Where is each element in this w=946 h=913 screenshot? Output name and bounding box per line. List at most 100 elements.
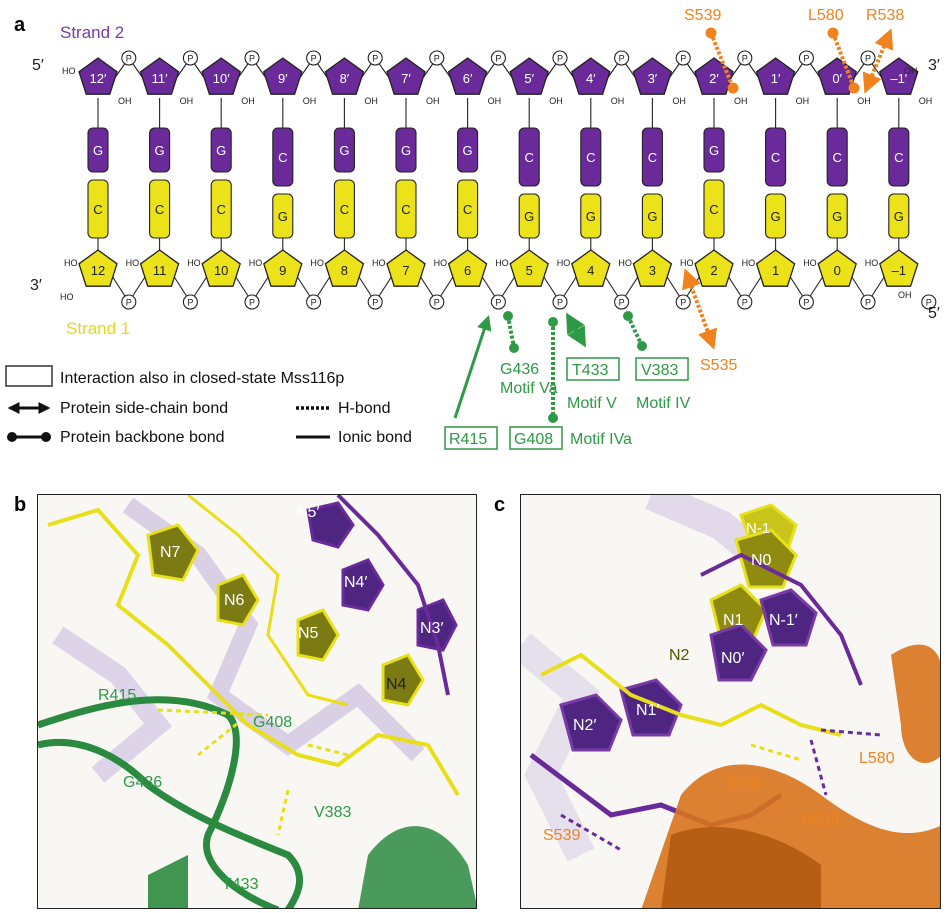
strand2-sugar — [571, 57, 611, 95]
label-n3prime: N3′ — [420, 620, 443, 637]
strand2-nucleotide-label: 2′ — [709, 71, 719, 86]
strand2-base-label: G — [463, 143, 473, 158]
legend-side-chain: Protein side-chain bond — [60, 400, 228, 417]
strand2-oh: OH — [611, 96, 625, 106]
strand1-phosphate — [367, 294, 383, 310]
strand1-base — [87, 179, 109, 239]
strand1-base-label: G — [524, 209, 534, 224]
strand2-sugar — [755, 57, 796, 95]
strand1-phosphate-text: P — [865, 298, 871, 308]
strand1-ho: HO — [434, 258, 448, 268]
strand1-ho: HO — [187, 258, 201, 268]
strand2-base — [333, 127, 355, 173]
strand2-sugar — [447, 57, 488, 95]
strand1-nucleotide-label: 9 — [279, 263, 286, 278]
label-t433: T433 — [222, 876, 259, 893]
strand1-phosphate — [306, 294, 322, 310]
strand1-phosphate-text: P — [495, 298, 501, 308]
panel-b-structure: N7 N5′ N6 N4′ N5 N3′ N4 R415 G408 G436 V… — [37, 494, 477, 909]
strand2-nucleotide-label: 11′ — [152, 71, 168, 86]
strand2-oh: OH — [241, 96, 255, 106]
strand1-base — [395, 179, 417, 239]
strand1-sugar — [817, 249, 857, 287]
strand2-oh: OH — [426, 96, 440, 106]
residue-g436: G436 — [500, 361, 539, 378]
strand1-base-label: G — [832, 209, 842, 224]
strand2-base-label: C — [278, 150, 287, 165]
strand1-base — [272, 193, 294, 239]
residue-s535: S535 — [700, 357, 737, 374]
strand1-phosphate-text: P — [680, 298, 686, 308]
strand2-oh: OH — [857, 96, 871, 106]
label-l580: L580 — [859, 750, 895, 767]
strand1-phosphate — [490, 294, 506, 310]
strand1-nucleotide-label: 12 — [91, 263, 105, 278]
strand1-label: Strand 1 — [66, 319, 130, 338]
residue-s539-top: S539 — [684, 7, 721, 24]
strand2-nucleotide-label: 4′ — [586, 71, 596, 86]
strand2-phosphate-text: P — [249, 54, 255, 64]
motif-iv: Motif IV — [636, 395, 691, 412]
strand1-base — [703, 179, 725, 239]
strand2-sugar — [324, 57, 365, 95]
strand1-base — [518, 193, 540, 239]
strand1-phosphate-text: P — [126, 298, 132, 308]
strand1-nucleotide-label: 4 — [587, 263, 594, 278]
strand1-base — [210, 179, 232, 239]
strand1-phosphate — [737, 294, 753, 310]
strand2-base-label: G — [155, 143, 165, 158]
strand2-oh: OH — [734, 96, 748, 106]
strand1-base-label: G — [586, 209, 596, 224]
strand1-phosphate-text: P — [372, 298, 378, 308]
strand1-phosphate-end-text: P — [926, 298, 932, 308]
strand2-oh: OH — [796, 96, 810, 106]
strand1-ho: HO — [742, 258, 756, 268]
strand2-phosphate — [490, 50, 506, 66]
residue-g408: G408 — [514, 431, 553, 448]
strand1-phosphate-text: P — [434, 298, 440, 308]
strand1-phosphate-text: P — [803, 298, 809, 308]
strand1-sugar — [78, 249, 118, 287]
strand1-nucleotide-label: 2 — [710, 263, 717, 278]
strand1-nucleotide-label: 8 — [341, 263, 348, 278]
strand2-oh: OH — [488, 96, 502, 106]
label-n1prime: N1′ — [636, 702, 659, 719]
strand2-base-label: C — [894, 150, 903, 165]
strand2-nucleotide-label: 0′ — [832, 71, 842, 86]
strand1-base-label: C — [401, 202, 410, 217]
strand1-base-label: C — [463, 202, 472, 217]
strand1-base — [888, 193, 910, 239]
strand2-base — [641, 127, 663, 187]
strand1-base — [641, 193, 663, 239]
strand2-oh: OH — [549, 96, 563, 106]
strand1-base-label: G — [894, 209, 904, 224]
label-v383: V383 — [314, 804, 351, 821]
strand2-sugar — [139, 57, 180, 95]
strand2-base — [580, 127, 602, 187]
strand2-phosphate-text: P — [557, 54, 563, 64]
strand1-nucleotide-label: 1 — [772, 263, 779, 278]
strand2-sugar — [78, 57, 118, 95]
label-n6: N6 — [224, 592, 245, 609]
strand2-base-label: G — [401, 143, 411, 158]
strand1-phosphate-end — [921, 294, 937, 310]
strand1-phosphate — [121, 294, 137, 310]
strand2-oh: OH — [118, 96, 132, 106]
strand2-nucleotide-label: –1′ — [890, 71, 907, 86]
strand2-nucleotide-label: 3′ — [648, 71, 658, 86]
strand1-phosphate-text: P — [187, 298, 193, 308]
strand1-ho: HO — [249, 258, 262, 268]
strand2-nucleotide-label: 10′ — [213, 71, 230, 86]
strand2-base — [149, 127, 171, 173]
legend-closed-state: Interaction also in closed-state Mss116p — [60, 370, 344, 387]
strand2-sugar — [509, 57, 549, 95]
strand1-ho: HO — [865, 258, 879, 268]
strand2-base — [703, 127, 725, 173]
strand1-sugar — [386, 249, 426, 287]
residue-l580-top: L580 — [808, 7, 844, 24]
label-g436: G436 — [123, 774, 162, 791]
strand2-base — [765, 127, 787, 187]
strand2-sugar — [263, 57, 303, 95]
strand1-nucleotide-label: –1 — [892, 263, 906, 278]
